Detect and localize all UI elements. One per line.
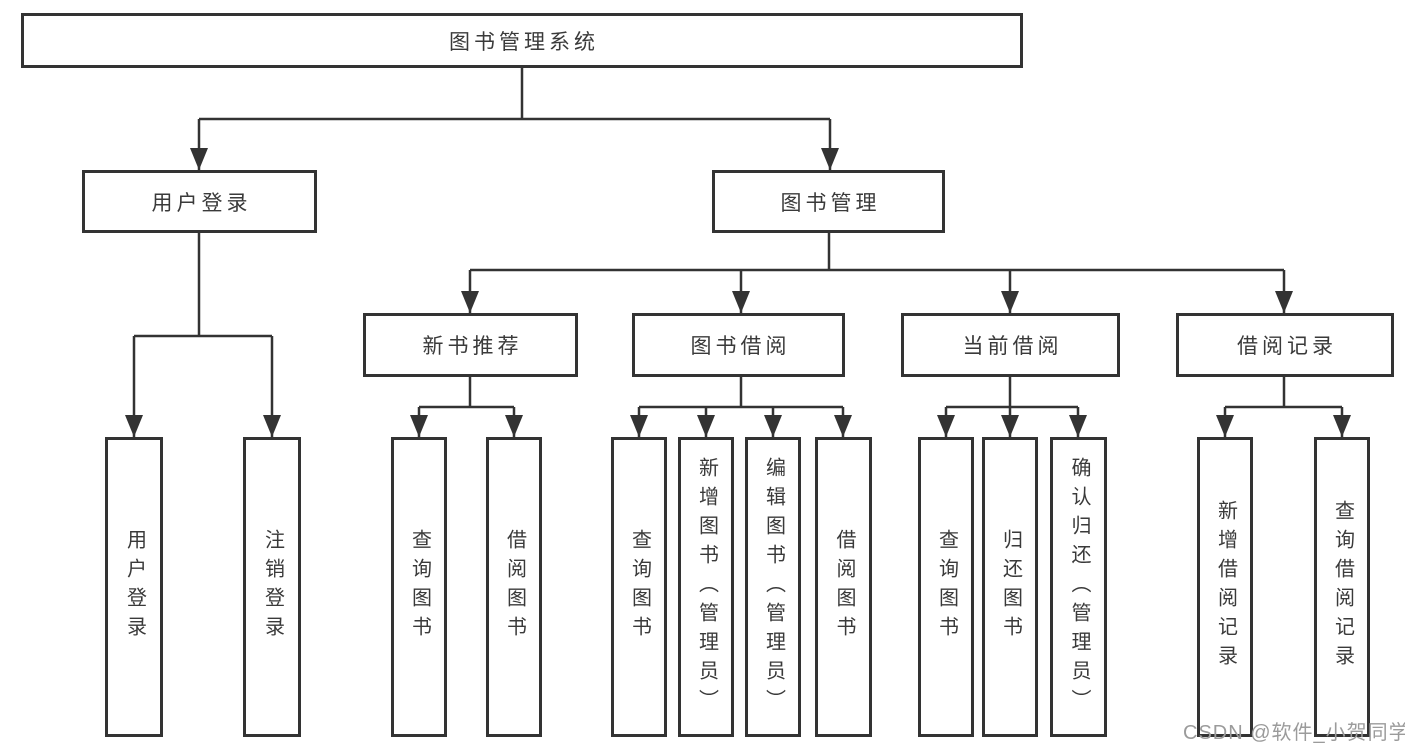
arrow-icon <box>1001 415 1019 437</box>
node-borrowing-records: 借阅记录 <box>1176 313 1394 377</box>
node-label: 新书推荐 <box>422 335 523 358</box>
arrow-icon <box>732 291 750 313</box>
arrow-icon <box>834 415 852 437</box>
node-label: 查询图书 <box>408 529 431 645</box>
arrow-icon <box>821 148 839 170</box>
node-leaf-borrow-books-2: 借阅图书 <box>815 437 872 737</box>
node-label: 新增图书（管理员） <box>695 456 718 718</box>
node-current-borrowing: 当前借阅 <box>901 313 1120 377</box>
connector-root <box>197 68 832 170</box>
node-leaf-query-books-2: 查询图书 <box>611 437 667 737</box>
watermark: CSDN @软件_小贺同学 <box>1183 722 1405 744</box>
arrow-icon <box>1069 415 1087 437</box>
arrow-icon <box>630 415 648 437</box>
node-label: 编辑图书（管理员） <box>762 456 785 718</box>
node-leaf-logout: 注销登录 <box>243 437 301 737</box>
arrow-icon <box>764 415 782 437</box>
node-book-borrowing: 图书借阅 <box>632 313 845 377</box>
arrow-icon <box>263 415 281 437</box>
connector-new-book <box>417 377 516 437</box>
node-label: 用户登录 <box>123 529 146 645</box>
node-user-login-group: 用户登录 <box>82 170 317 233</box>
node-label: 图书管理系统 <box>449 30 599 54</box>
node-leaf-query-books-1: 查询图书 <box>391 437 447 737</box>
connector-borrow-records <box>1223 377 1344 437</box>
arrow-icon <box>410 415 428 437</box>
node-leaf-confirm-return-admin: 确认归还（管理员） <box>1050 437 1107 737</box>
node-book-management: 图书管理 <box>712 170 945 233</box>
node-label: 借阅记录 <box>1237 335 1337 358</box>
connector-book-management <box>468 233 1286 313</box>
arrow-icon <box>697 415 715 437</box>
node-leaf-add-books-admin: 新增图书（管理员） <box>678 437 734 737</box>
node-leaf-add-borrow-record: 新增借阅记录 <box>1197 437 1253 737</box>
arrow-icon <box>505 415 523 437</box>
arrow-icon <box>1275 291 1293 313</box>
node-label: 当前借阅 <box>962 335 1063 358</box>
connector-book-borrow <box>637 377 845 437</box>
arrowheads <box>125 148 1351 437</box>
node-leaf-return-books: 归还图书 <box>982 437 1038 737</box>
node-leaf-user-login: 用户登录 <box>105 437 163 737</box>
arrow-icon <box>190 148 208 170</box>
node-label: 归还图书 <box>999 529 1022 645</box>
node-label: 查询图书 <box>628 529 651 645</box>
arrow-icon <box>1001 291 1019 313</box>
node-label: 图书管理 <box>780 191 881 215</box>
node-label: 查询图书 <box>935 529 958 645</box>
arrow-icon <box>937 415 955 437</box>
arrow-icon <box>1333 415 1351 437</box>
node-label: 查询借阅记录 <box>1331 500 1354 674</box>
arrow-icon <box>1216 415 1234 437</box>
node-leaf-query-books-3: 查询图书 <box>918 437 974 737</box>
node-new-book-recommendation: 新书推荐 <box>363 313 578 377</box>
node-label: 确认归还（管理员） <box>1068 456 1090 718</box>
node-label: 借阅图书 <box>833 529 855 645</box>
node-label: 图书借阅 <box>690 335 791 358</box>
arrow-icon <box>461 291 479 313</box>
connector-user-login <box>132 233 274 437</box>
node-library-management-system: 图书管理系统 <box>21 13 1023 68</box>
node-leaf-borrow-books-1: 借阅图书 <box>486 437 542 737</box>
node-leaf-query-borrow-record: 查询借阅记录 <box>1314 437 1370 737</box>
arrow-icon <box>125 415 143 437</box>
node-label: 注销登录 <box>261 529 284 645</box>
node-leaf-edit-books-admin: 编辑图书（管理员） <box>745 437 801 737</box>
node-label: 用户登录 <box>151 191 252 215</box>
node-label: 新增借阅记录 <box>1214 500 1237 674</box>
node-label: 借阅图书 <box>503 529 526 645</box>
